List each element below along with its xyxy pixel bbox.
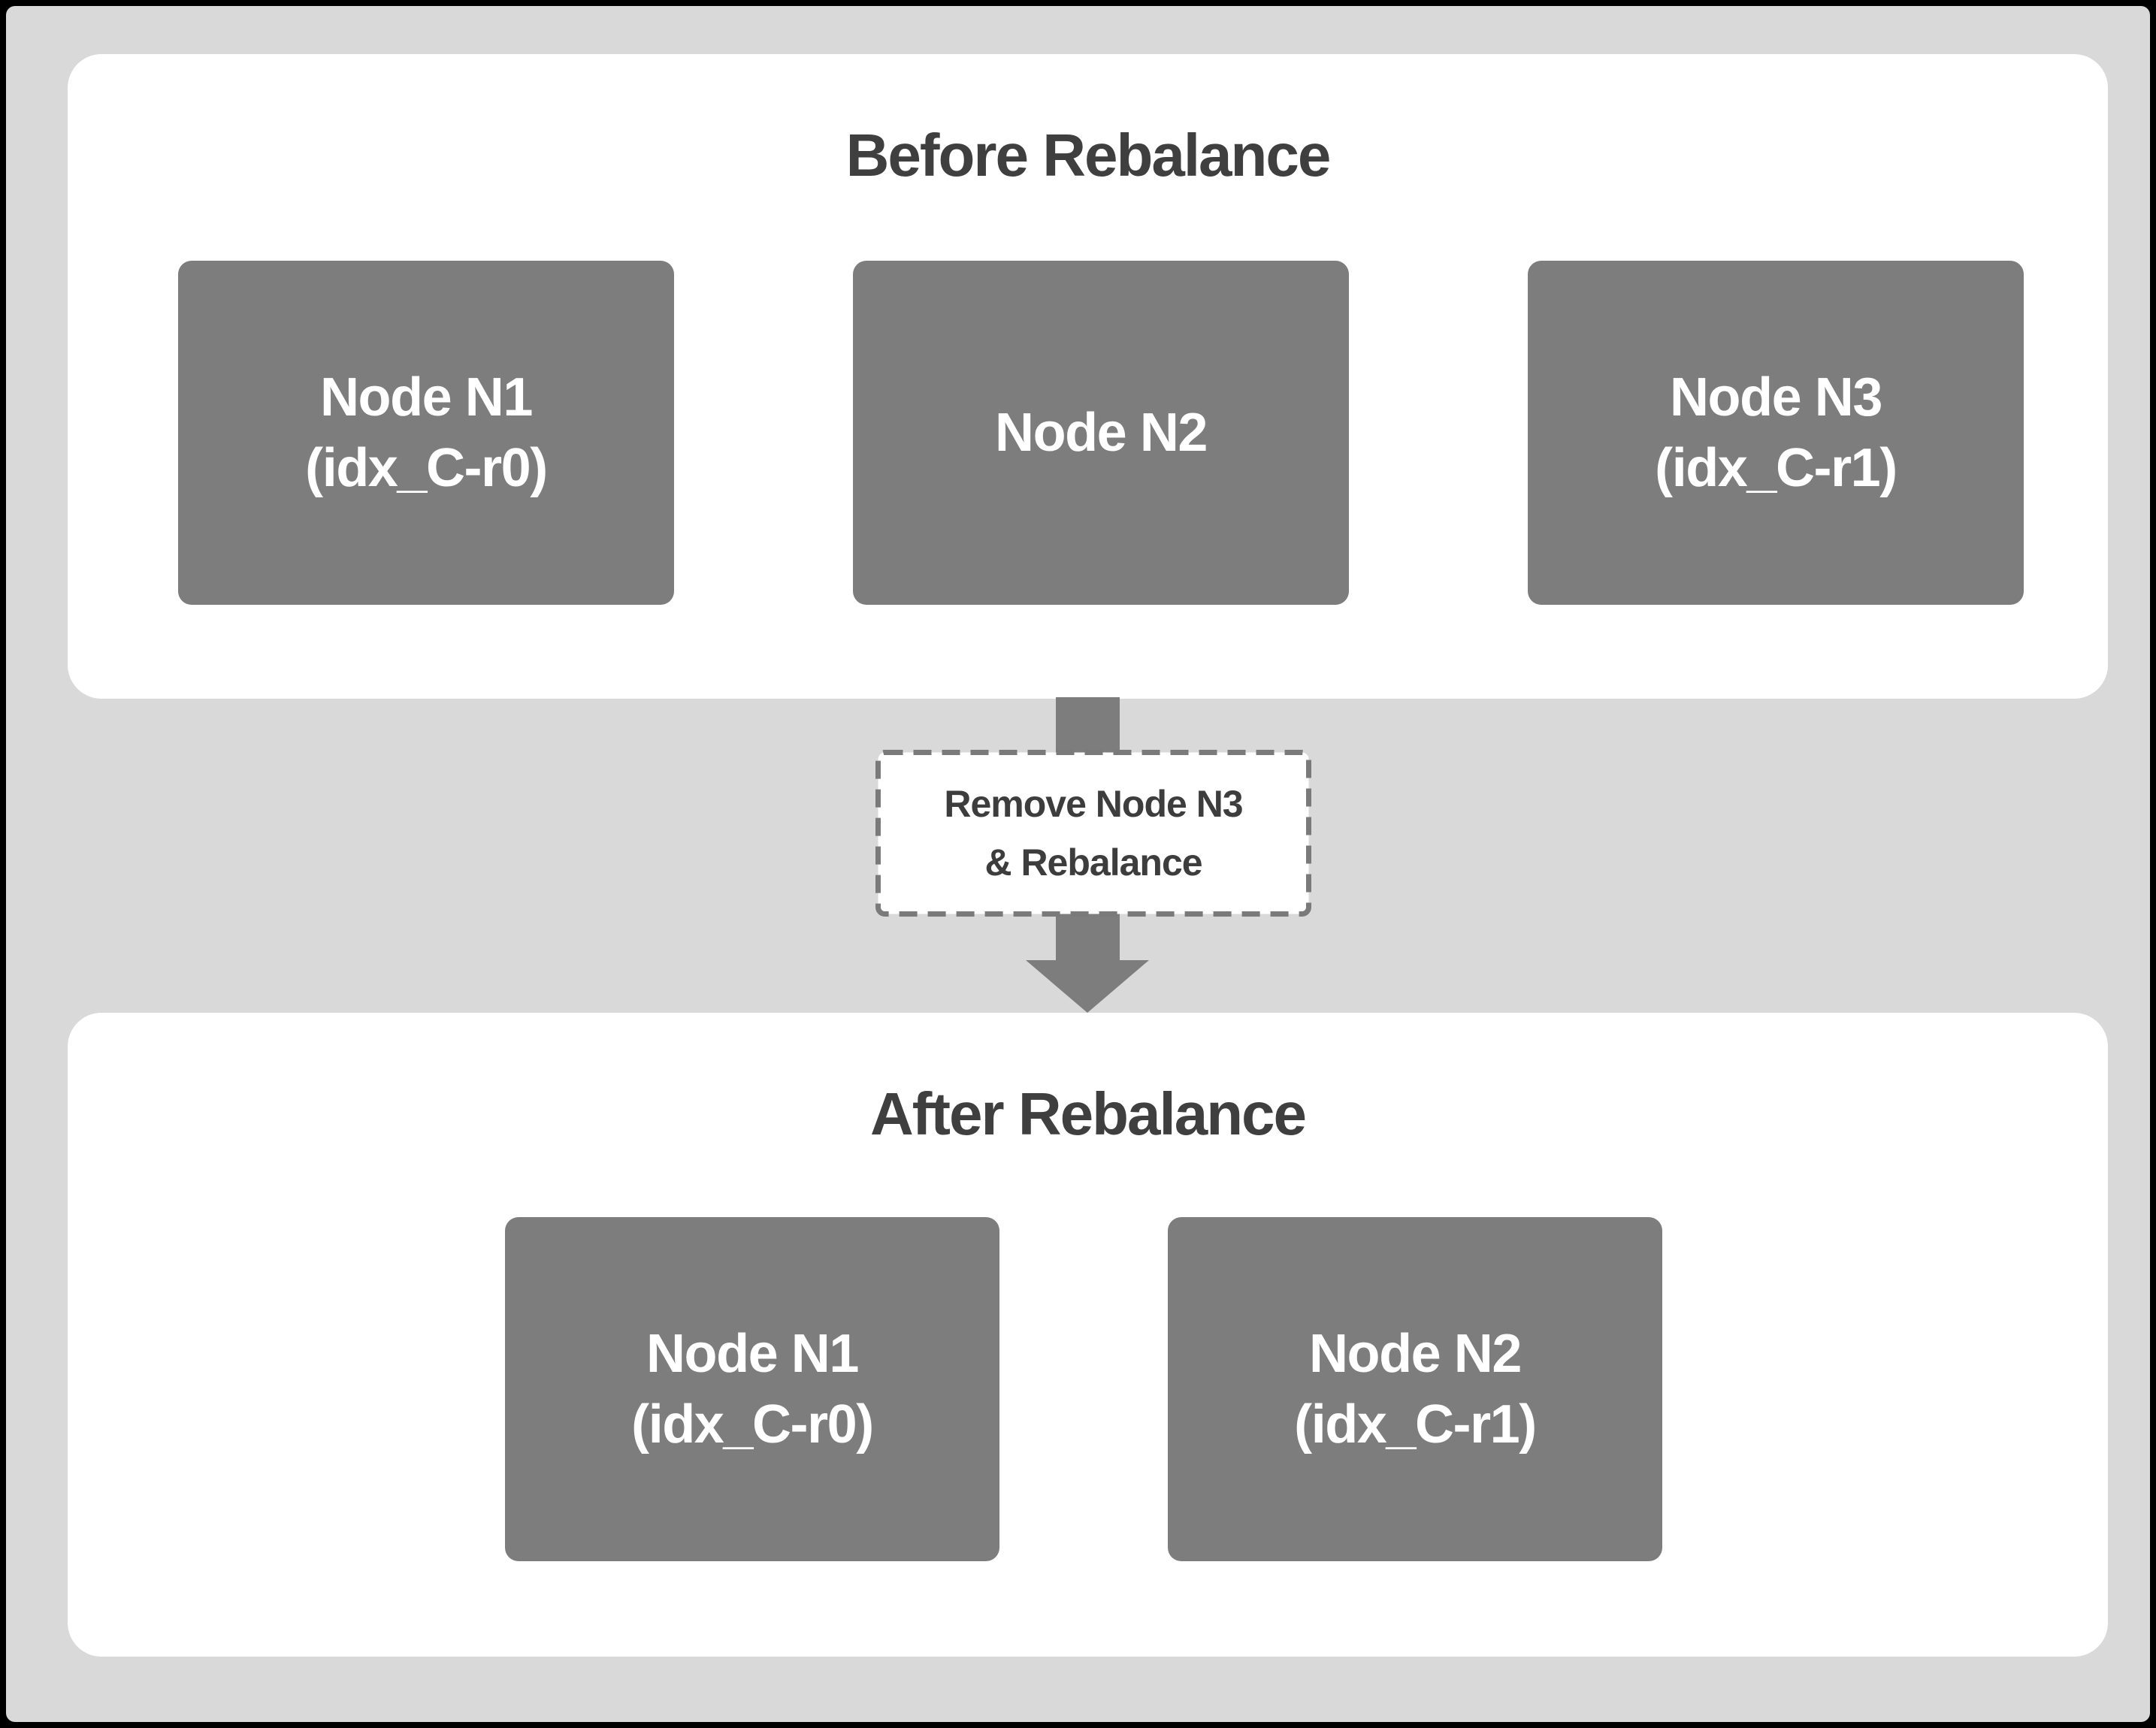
before-node-n2-label: Node N2 — [995, 397, 1208, 468]
node-index-text: (idx_C-r0) — [305, 438, 548, 498]
node-index-text: (idx_C-r1) — [1294, 1394, 1537, 1455]
before-node-n2: Node N2 — [853, 261, 1349, 605]
before-node-n1-label: Node N1 (idx_C-r0) — [305, 362, 548, 503]
node-index-text: (idx_C-r1) — [1655, 438, 1897, 498]
after-rebalance-title: After Rebalance — [869, 1080, 1307, 1147]
after-node-n2: Node N2 (idx_C-r1) — [1168, 1217, 1662, 1561]
before-node-n3-label: Node N3 (idx_C-r1) — [1655, 362, 1897, 503]
transition-label-box: Remove Node N3 & Rebalance — [875, 750, 1311, 917]
node-name-text: Node N1 — [320, 367, 533, 427]
down-arrow-head — [1026, 960, 1149, 1013]
after-node-n2-label: Node N2 (idx_C-r1) — [1294, 1319, 1537, 1460]
before-node-n1: Node N1 (idx_C-r0) — [178, 261, 674, 605]
after-rebalance-panel: After Rebalance Node N1 (idx_C-r0) Node N… — [68, 1013, 2108, 1657]
after-node-n1: Node N1 (idx_C-r0) — [505, 1217, 999, 1561]
before-rebalance-panel: Before Rebalance Node N1 (idx_C-r0) Node … — [68, 54, 2108, 699]
node-name-text: Node N2 — [1309, 1324, 1522, 1384]
transition-line-1: Remove Node N3 — [944, 783, 1243, 825]
before-node-n3: Node N3 (idx_C-r1) — [1528, 261, 2024, 605]
after-node-n1-label: Node N1 (idx_C-r0) — [631, 1319, 874, 1460]
before-rebalance-title: Before Rebalance — [845, 122, 1332, 189]
node-name-text: Node N1 — [646, 1324, 859, 1384]
transition-line-2: & Rebalance — [984, 841, 1202, 884]
dashed-border — [875, 750, 1311, 917]
node-name-text: Node N3 — [1670, 367, 1882, 427]
transition-label: Remove Node N3 & Rebalance — [875, 750, 1311, 917]
node-name-text: Node N2 — [995, 403, 1208, 463]
node-index-text: (idx_C-r0) — [631, 1394, 874, 1455]
